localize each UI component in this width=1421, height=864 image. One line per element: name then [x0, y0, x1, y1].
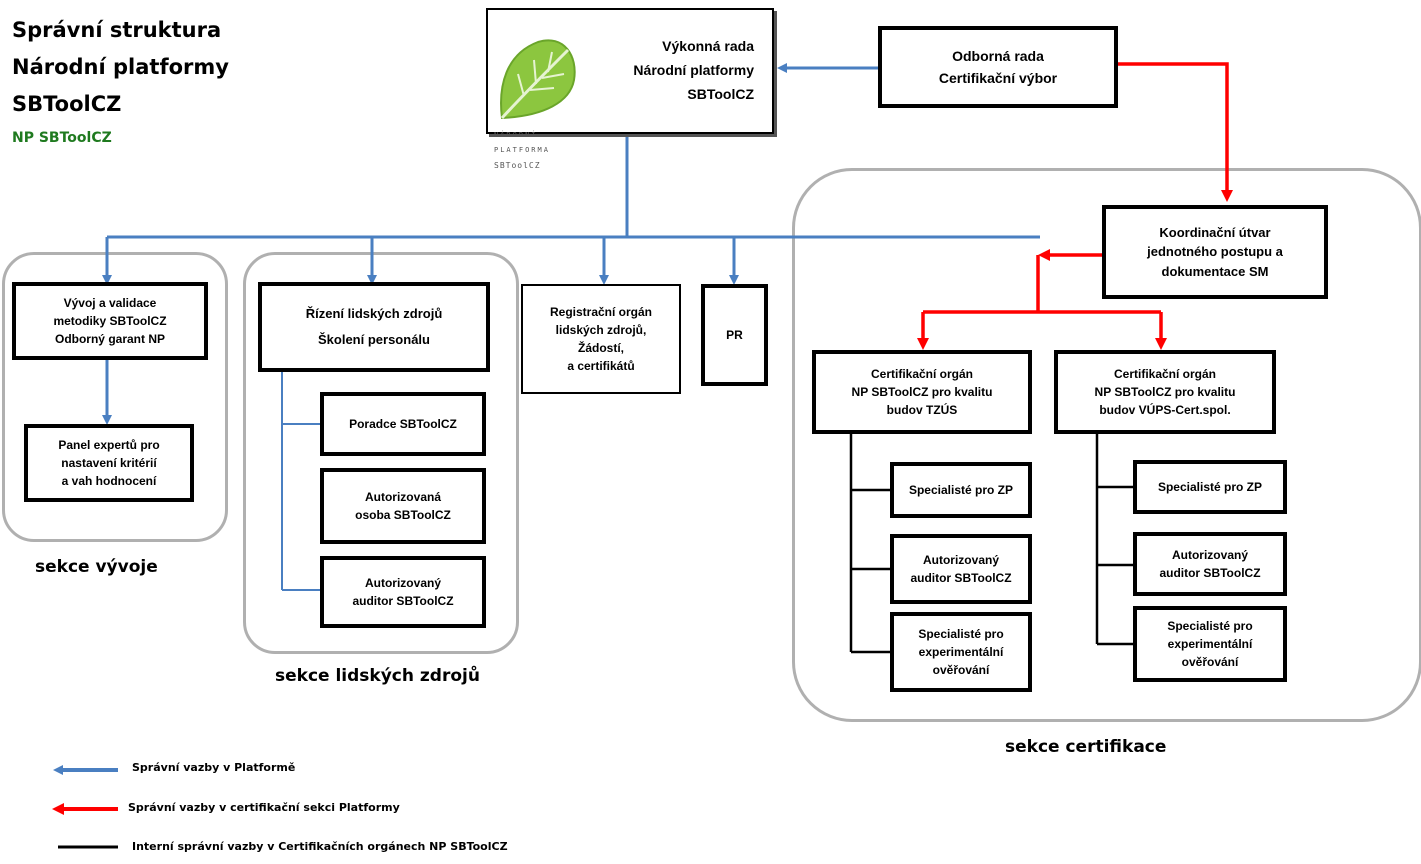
- dev-validation-box: Vývoj a validace metodiky SBToolCZ Odbor…: [12, 282, 208, 360]
- logo-text-line-3: SBToolCZ: [494, 160, 541, 170]
- auditor-2-box: Autorizovaný auditor SBToolCZ: [1133, 532, 1287, 596]
- expert-panel-label: Panel expertů pro nastavení kritérií a v…: [58, 438, 160, 488]
- logo-text-line-1: NÁRODNÍ: [494, 131, 538, 140]
- cert-body-vups-label: Certifikační orgán NP SBToolCZ pro kvali…: [1094, 367, 1236, 417]
- cert-body-tzus-box: Certifikační orgán NP SBToolCZ pro kvali…: [812, 350, 1032, 434]
- specialists-zp-1-label: Specialisté pro ZP: [908, 483, 1014, 497]
- pr-label: PR: [726, 328, 743, 342]
- specialists-exp-1-label: Specialisté pro experimentální ověřování: [918, 627, 1004, 677]
- page-title-line-3: SBToolCZ: [12, 92, 122, 116]
- logo-text: NÁRODNÍ PLATFORMA SBToolCZ: [494, 125, 580, 177]
- authorized-auditor-hr-box: Autorizovaný auditor SBToolCZ: [320, 556, 486, 628]
- authorized-auditor-hr-label: Autorizovaný auditor SBToolCZ: [352, 576, 454, 608]
- specialists-exp-1-box: Specialisté pro experimentální ověřování: [890, 612, 1032, 692]
- legend-admin-text: Správní vazby v Platformě: [132, 761, 296, 774]
- specialists-zp-2-box: Specialisté pro ZP: [1133, 460, 1287, 514]
- cert-body-tzus-label: Certifikační orgán NP SBToolCZ pro kvali…: [851, 367, 993, 417]
- certification-section-label: sekce certifikace: [1005, 737, 1167, 757]
- logo: NÁRODNÍ PLATFORMA SBToolCZ: [494, 16, 580, 170]
- cert-links: [917, 62, 1233, 350]
- advisor-box: Poradce SBToolCZ: [320, 392, 486, 456]
- cert-body-vups-box: Certifikační orgán NP SBToolCZ pro kvali…: [1054, 350, 1276, 434]
- development-section-label: sekce vývoje: [35, 557, 158, 577]
- certification-section-region: [792, 168, 1421, 722]
- coordination-unit-box: Koordinační útvar jednotného postupu a d…: [1102, 205, 1328, 299]
- leaf-icon: [500, 38, 576, 119]
- legend-internal-text: Interní správní vazby v Certifikačních o…: [132, 840, 508, 853]
- page-subtitle: NP SBToolCZ: [12, 130, 112, 146]
- hr-management-box: Řízení lidských zdrojů Školení personálu: [258, 282, 490, 372]
- registration-body-label: Registrační orgán lidských zdrojů, Žádos…: [549, 305, 653, 373]
- expert-council-label: Odborná rada Certifikační výbor: [938, 47, 1058, 86]
- authorized-person-label: Autorizovaná osoba SBToolCZ: [355, 490, 451, 522]
- specialists-zp-1-box: Specialisté pro ZP: [890, 462, 1032, 518]
- legend-cert-text: Správní vazby v certifikační sekci Platf…: [128, 801, 400, 814]
- registration-body-box: Registrační orgán lidských zdrojů, Žádos…: [521, 284, 681, 394]
- hr-section-region: [243, 252, 519, 654]
- hr-management-label: Řízení lidských zdrojů Školení personálu: [305, 306, 443, 347]
- auditor-1-label: Autorizovaný auditor SBToolCZ: [910, 553, 1012, 585]
- auditor-1-box: Autorizovaný auditor SBToolCZ: [890, 534, 1032, 604]
- pr-box: PR: [701, 284, 768, 386]
- hr-section-label: sekce lidských zdrojů: [275, 666, 480, 686]
- expert-council-box: Odborná rada Certifikační výbor: [878, 26, 1118, 108]
- advisor-label: Poradce SBToolCZ: [349, 417, 457, 431]
- page-title-line-1: Správní struktura: [12, 18, 222, 42]
- auditor-2-label: Autorizovaný auditor SBToolCZ: [1159, 548, 1261, 580]
- executive-board-box: NÁRODNÍ PLATFORMA SBToolCZ Výkonná rada …: [486, 8, 774, 170]
- page-title-line-2: Národní platformy: [12, 55, 229, 79]
- specialists-zp-2-label: Specialisté pro ZP: [1157, 480, 1263, 494]
- coordination-unit-label: Koordinační útvar jednotného postupu a d…: [1147, 224, 1283, 279]
- admin-links: [102, 63, 1040, 591]
- specialists-exp-2-label: Specialisté pro experimentální ověřování: [1167, 619, 1253, 669]
- development-section-region: [2, 252, 228, 542]
- expert-panel-box: Panel expertů pro nastavení kritérií a v…: [24, 424, 194, 502]
- specialists-exp-2-box: Specialisté pro experimentální ověřování: [1133, 606, 1287, 682]
- internal-links: [849, 434, 1133, 654]
- logo-text-line-2: PLATFORMA: [494, 146, 550, 155]
- authorized-person-box: Autorizovaná osoba SBToolCZ: [320, 468, 486, 544]
- executive-board-label: Výkonná rada Národní platformy SBToolCZ: [633, 38, 754, 102]
- dev-validation-label: Vývoj a validace metodiky SBToolCZ Odbor…: [53, 296, 167, 346]
